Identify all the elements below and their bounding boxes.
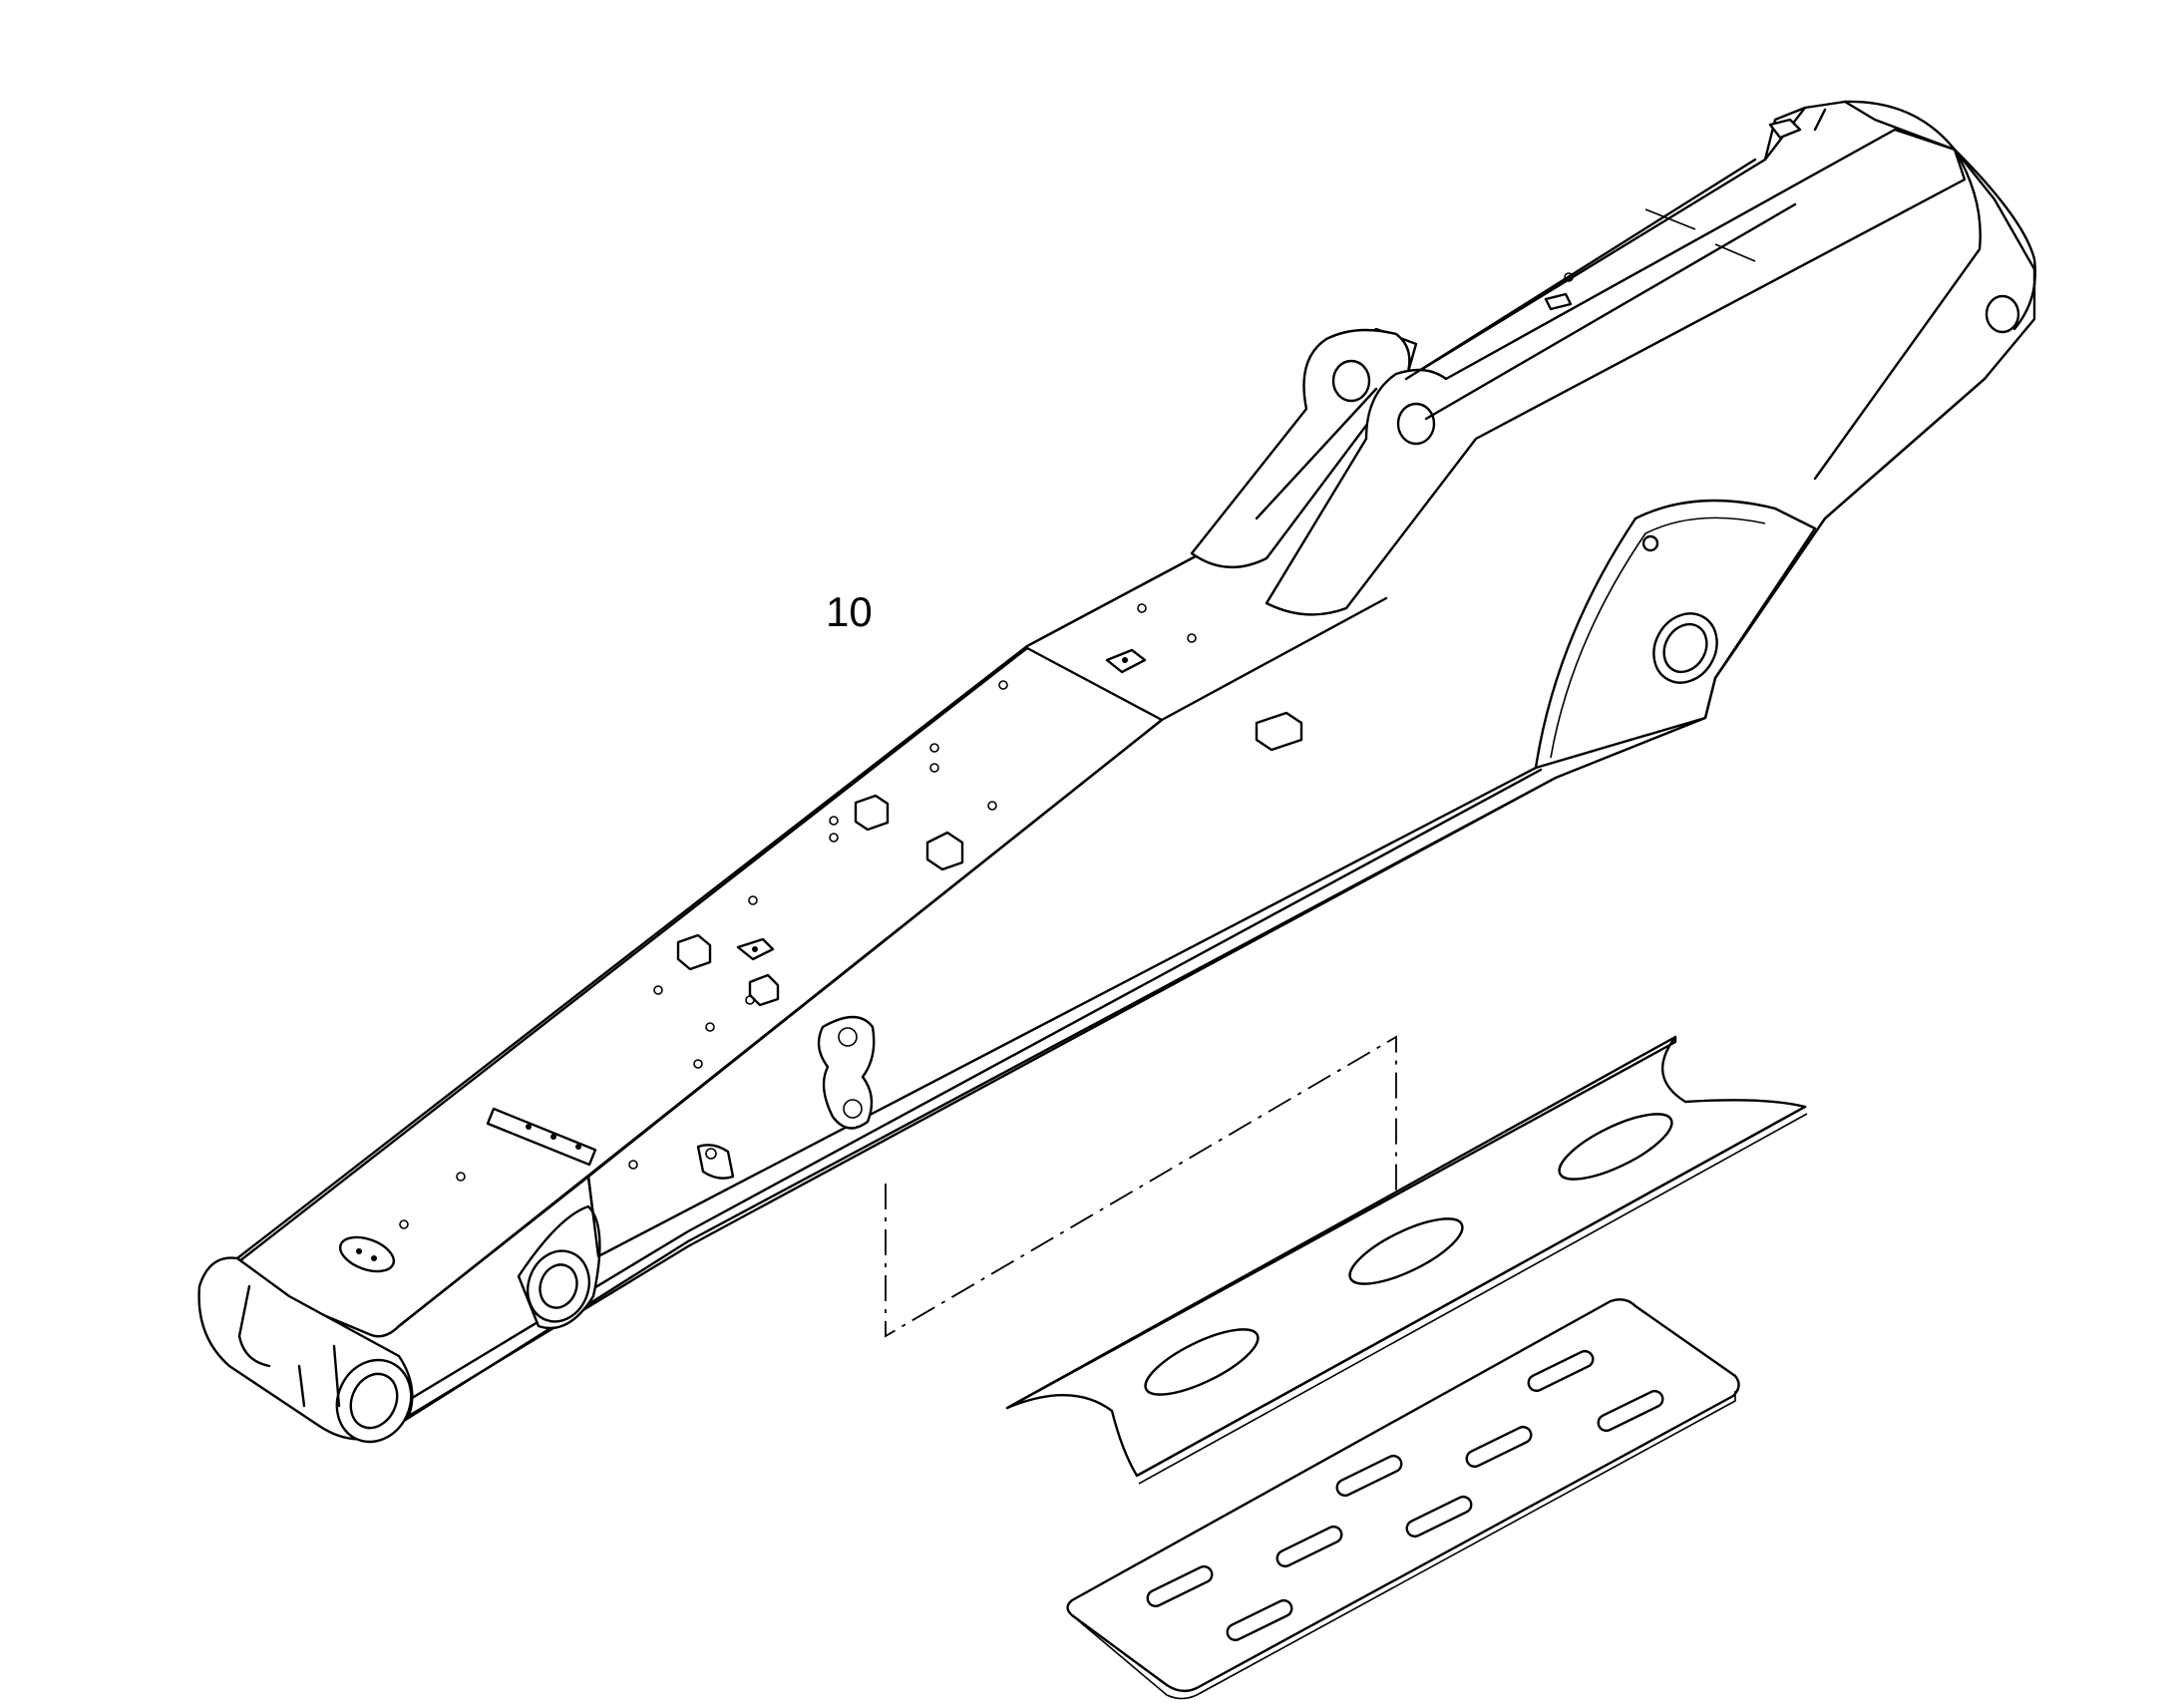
boom-assembly <box>197 100 2036 1444</box>
callout-10: 10 <box>826 588 873 635</box>
fittings <box>338 118 1802 1273</box>
rear-head <box>1763 100 2036 481</box>
rear-lug-lower <box>1265 128 1967 616</box>
rear-lug-upper <box>1190 328 1411 568</box>
boom-side-edge <box>1160 596 1388 722</box>
foot-pin-boss <box>197 1256 414 1444</box>
slotted-plate-lower <box>1066 1298 1740 1700</box>
boom-lower-edge-2 <box>397 768 1543 1408</box>
side-panel <box>1534 499 1817 770</box>
leader-line <box>885 1035 1397 1338</box>
boom-lower-edge-1 <box>402 776 1558 1423</box>
cylinder-boss-front <box>517 1175 601 1330</box>
boom-body <box>197 100 2036 1438</box>
plate-slots <box>1146 1349 1664 1642</box>
plate-seam <box>1026 647 1163 721</box>
shim-plate-upper <box>1005 1035 1808 1485</box>
